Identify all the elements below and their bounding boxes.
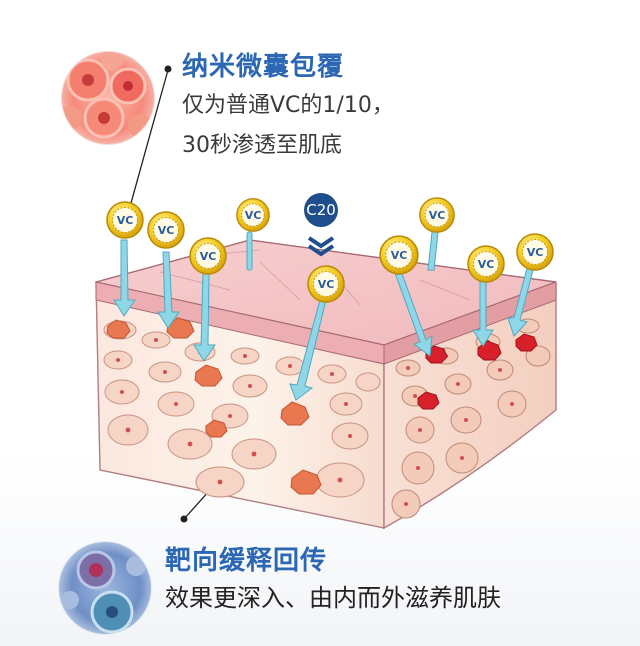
cell-image-bottom — [58, 541, 152, 635]
penetration-arrows — [113, 231, 534, 401]
svg-text:VC: VC — [527, 246, 544, 259]
top-callout-line1: 仅为普通VC的1/10， — [182, 93, 394, 118]
vc-capsule: VC — [516, 233, 554, 271]
svg-text:VC: VC — [391, 249, 408, 262]
vc-capsule: VC — [106, 201, 144, 239]
absorbing-cells — [106, 317, 322, 495]
bottom-callout-title: 靶向缓释回传 — [165, 546, 328, 576]
vc-capsule: VC — [147, 211, 185, 249]
svg-text:VC: VC — [429, 209, 446, 222]
svg-text:VC: VC — [117, 214, 134, 227]
vc-capsule: VC — [419, 197, 455, 233]
svg-text:VC: VC — [158, 224, 175, 237]
svg-text:C20: C20 — [306, 201, 336, 219]
leader-dot-top — [164, 65, 172, 73]
top-callout-title: 纳米微囊包覆 — [182, 52, 345, 82]
svg-text:VC: VC — [245, 209, 262, 222]
bottom-callout-line1: 效果更深入、由内而外滋养肌肤 — [165, 584, 501, 612]
vc-capsule: VC — [236, 198, 270, 232]
cell-image-top — [61, 51, 155, 145]
svg-text:VC: VC — [318, 278, 335, 291]
vc-capsule: VC — [467, 245, 505, 283]
vc-capsule: VC — [189, 237, 227, 275]
top-callout-text: 仅为普通VC的1/10， 30秒渗透至肌底 — [182, 86, 394, 166]
vc-capsule: VC — [307, 265, 345, 303]
targeted-cells — [417, 333, 538, 410]
svg-text:VC: VC — [200, 250, 217, 263]
c20-badge: C20 — [304, 193, 338, 257]
leader-dot-bottom — [180, 515, 188, 523]
vc-capsule: VC — [379, 235, 419, 275]
top-callout-line2: 30秒渗透至肌底 — [182, 133, 342, 158]
vc-capsules: VC VC VC VC VC VC VC VC VC — [106, 197, 554, 303]
svg-text:VC: VC — [478, 258, 495, 271]
